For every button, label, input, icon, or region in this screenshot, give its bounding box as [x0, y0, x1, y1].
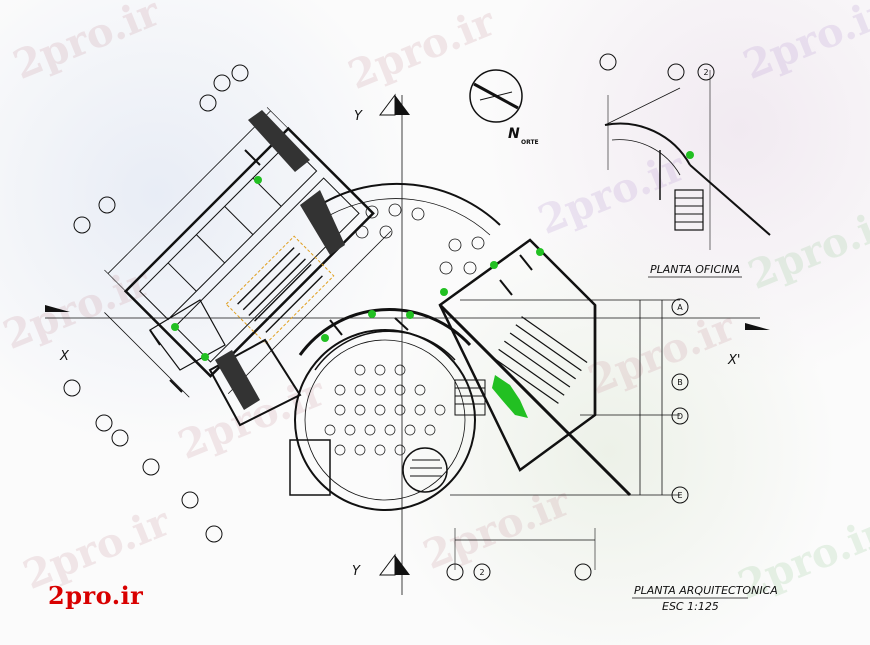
- furniture-hatch: [149, 124, 533, 393]
- north-suffix: ORTE: [521, 139, 539, 146]
- floor-grid: [324, 364, 446, 456]
- sw-annex: [208, 338, 302, 427]
- north-arrow: N ORTE: [469, 69, 539, 146]
- svg-text:2: 2: [479, 568, 484, 577]
- plant-markers: [171, 151, 694, 418]
- dining-tables: [355, 203, 485, 275]
- office-plan: [604, 70, 771, 250]
- axis-markers: Y Y X X': [45, 93, 770, 579]
- curved-stage: [298, 308, 472, 356]
- classroom-desks: [492, 316, 588, 404]
- svg-text:E: E: [677, 491, 682, 500]
- grid-reference-labels: A B D E 2 2: [479, 68, 708, 577]
- diagonal-wall: [438, 303, 632, 497]
- wall-fills: [215, 110, 345, 410]
- axis-y-top-label: Y: [354, 109, 363, 124]
- west-wing: [104, 107, 392, 398]
- svg-text:2: 2: [703, 68, 708, 77]
- axis-x-left-label: X: [59, 349, 70, 364]
- north-label: N: [508, 126, 520, 142]
- grid-references: [63, 53, 715, 581]
- axis-y-bottom-label: Y: [352, 564, 361, 579]
- brand-logo: 2pro.ir: [48, 581, 144, 610]
- svg-text:D: D: [677, 412, 683, 421]
- scale-label: ESC 1:125: [662, 600, 719, 613]
- svg-text:B: B: [677, 378, 683, 387]
- spiral-stair: [402, 447, 448, 493]
- architectural-plan-title: PLANTA ARQUITECTONICA: [634, 584, 778, 597]
- office-plan-title: PLANTA OFICINA: [650, 263, 740, 276]
- auditorium-seats: [225, 235, 335, 345]
- svg-text:A: A: [677, 303, 683, 312]
- dining-arc: [319, 182, 501, 226]
- central-hall: [294, 329, 476, 511]
- axis-x-right-label: X': [727, 353, 740, 368]
